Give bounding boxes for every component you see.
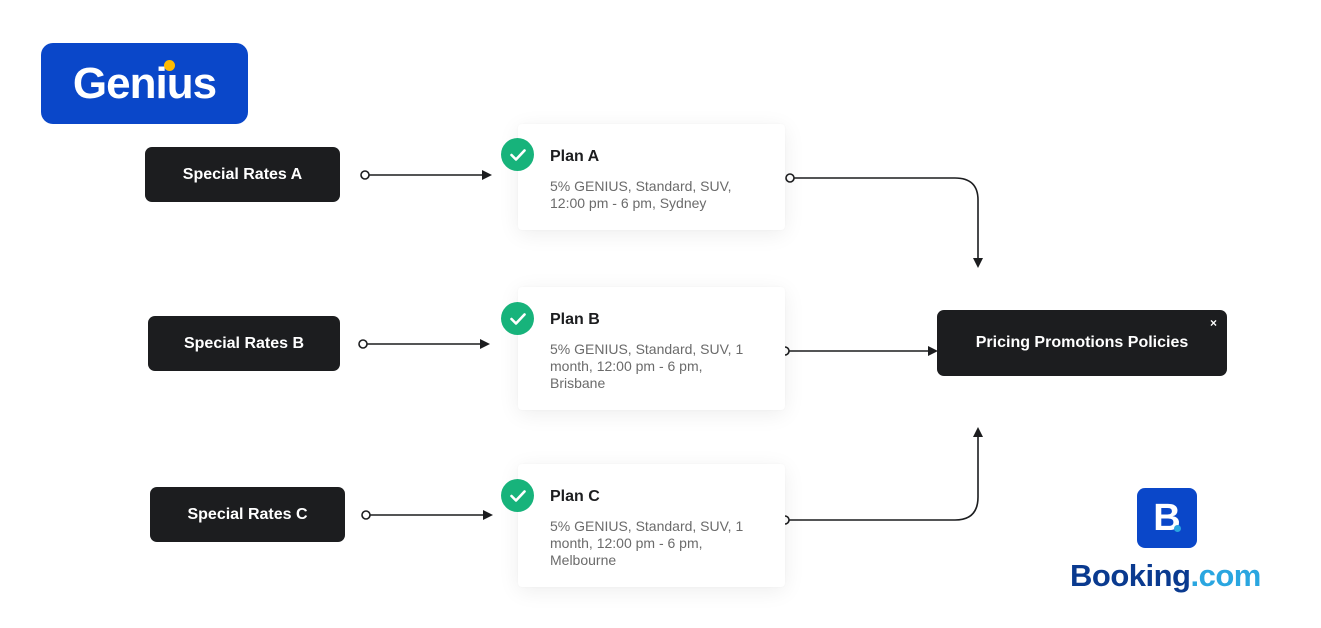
plan-a-check-icon	[501, 138, 534, 171]
genius-logo-text: Genius	[72, 58, 217, 108]
plan-c-desc-line-3: Melbourne	[550, 552, 617, 568]
genius-logo-dot	[164, 60, 175, 71]
plan-b-title: Plan B	[550, 311, 600, 328]
booking-badge-dot	[1174, 525, 1181, 532]
plan-b-description: 5% GENIUS, Standard, SUV, 1 month, 12:00…	[550, 341, 760, 392]
plan-a-title: Plan A	[550, 148, 600, 165]
arrow-plan-a-to-policy	[794, 177, 983, 268]
plan-a-card: Plan A 5% GENIUS, Standard, SUV, 12:00 p…	[518, 124, 785, 230]
genius-logo: Genius	[41, 43, 248, 124]
pricing-promotions-policies-box[interactable]: Pricing Promotions Policies ×	[937, 310, 1227, 376]
plan-c-desc-line-1: 5% GENIUS, Standard, SUV, 1	[550, 518, 744, 534]
plan-b-desc-line-3: Brisbane	[550, 375, 606, 391]
connector-dot-rate-a	[360, 170, 370, 180]
booking-badge-logo: B	[1137, 488, 1197, 548]
plan-b-card: Plan B 5% GENIUS, Standard, SUV, 1 month…	[518, 287, 785, 410]
plan-b-check-icon	[501, 302, 534, 335]
connector-dot-rate-c	[361, 510, 371, 520]
booking-wordmark: Booking.com	[1070, 558, 1261, 594]
special-rates-b-button[interactable]: Special Rates B	[148, 316, 340, 371]
plan-a-desc-line-2: 12:00 pm - 6 pm, Sydney	[550, 195, 707, 211]
connector-dot-rate-b	[358, 339, 368, 349]
plan-a-description: 5% GENIUS, Standard, SUV, 12:00 pm - 6 p…	[550, 178, 760, 212]
plan-b-desc-line-2: month, 12:00 pm - 6 pm,	[550, 358, 703, 374]
close-icon[interactable]: ×	[1209, 316, 1217, 330]
booking-wordmark-name: Booking	[1070, 558, 1191, 593]
plan-c-card: Plan C 5% GENIUS, Standard, SUV, 1 month…	[518, 464, 785, 587]
plan-c-title: Plan C	[550, 488, 600, 505]
plan-b-desc-line-1: 5% GENIUS, Standard, SUV, 1	[550, 341, 744, 357]
policy-label: Pricing Promotions Policies	[975, 334, 1189, 351]
plan-c-desc-line-2: month, 12:00 pm - 6 pm,	[550, 535, 703, 551]
connector-dot-plan-a	[785, 173, 795, 183]
booking-badge-letter: B	[1153, 496, 1181, 539]
plan-a-desc-line-1: 5% GENIUS, Standard, SUV,	[550, 178, 732, 194]
arrow-plan-c-to-policy	[789, 427, 983, 521]
booking-wordmark-tld: .com	[1190, 558, 1262, 593]
special-rates-c-button[interactable]: Special Rates C	[150, 487, 345, 542]
plan-c-description: 5% GENIUS, Standard, SUV, 1 month, 12:00…	[550, 518, 760, 569]
plan-c-check-icon	[501, 479, 534, 512]
special-rates-a-button[interactable]: Special Rates A	[145, 147, 340, 202]
